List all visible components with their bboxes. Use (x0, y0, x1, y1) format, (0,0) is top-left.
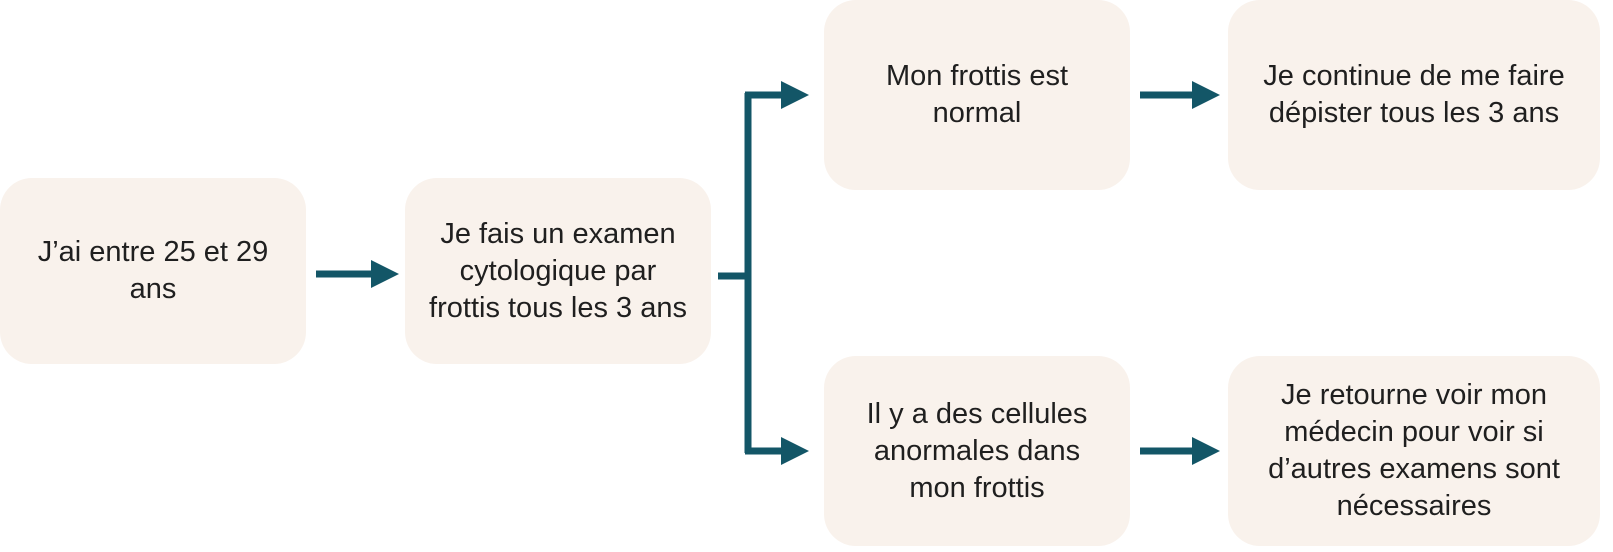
node-cytology-exam: Je fais un examen cytologique par frotti… (405, 178, 711, 364)
node-continue-screening-label: Je continue de me faire dépister tous le… (1263, 60, 1565, 129)
node-see-doctor: Je retourne voir mon médecin pour voir s… (1228, 356, 1600, 546)
node-result-normal-label: Mon frottis est normal (885, 60, 1069, 129)
node-result-normal: Mon frottis est normal (824, 0, 1130, 190)
node-age-range: J’ai entre 25 et 29 ans (0, 178, 306, 364)
node-result-abnormal: Il y a des cellules anormales dans mon f… (824, 356, 1130, 546)
node-result-abnormal-label: Il y a des cellules anormales dans mon f… (866, 397, 1088, 504)
node-cytology-exam-label: Je fais un examen cytologique par frotti… (429, 217, 687, 324)
node-see-doctor-label: Je retourne voir mon médecin pour voir s… (1268, 379, 1560, 522)
node-continue-screening: Je continue de me faire dépister tous le… (1228, 0, 1600, 190)
node-age-range-label: J’ai entre 25 et 29 ans (37, 236, 269, 305)
